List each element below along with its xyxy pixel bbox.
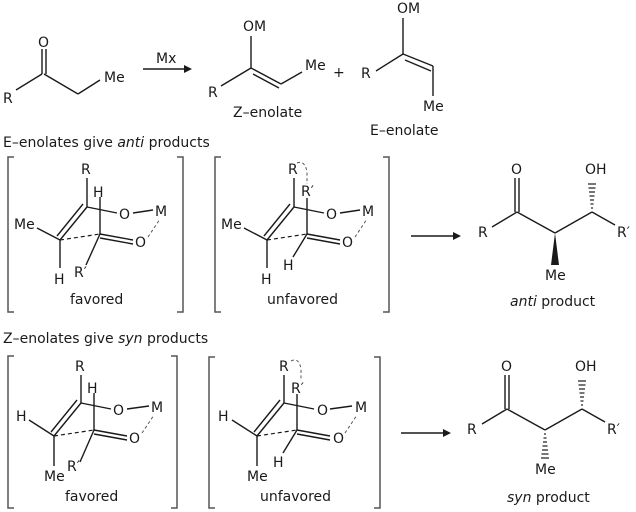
ts-e-favored: R H O M Me O R′ H favored: [7, 156, 184, 313]
steric-clash-dash: [290, 359, 302, 381]
product-o-label: O: [501, 359, 512, 375]
stereo-wedge-bold: [551, 233, 559, 265]
ketone-me-label: Me: [104, 70, 125, 86]
product-oh-label: OH: [575, 359, 597, 375]
e-enolate-om-label: OM: [397, 1, 420, 17]
e-enolate-structure: OM R Me E–enolate: [361, 1, 444, 139]
stereo-wedge-hashed-oh: [578, 380, 586, 406]
reaction-arrow-mx: Mx: [143, 51, 192, 73]
arrowhead-icon: [443, 429, 451, 437]
atom-m: M: [355, 400, 367, 416]
stereo-wedge-hashed: [588, 183, 596, 209]
ketone-o-label: O: [38, 35, 49, 51]
atom-r: R: [279, 359, 289, 375]
product-o-label: O: [511, 162, 522, 178]
atom-me: Me: [44, 469, 65, 485]
arrow-to-anti-product: [411, 232, 461, 240]
atom-r: R: [81, 162, 91, 178]
ts-z-favored: R H O M H O R′ Me favored: [7, 355, 178, 509]
product-r-prime-label: R′: [607, 422, 620, 438]
atom-r: R: [288, 162, 298, 178]
syn-product-caption: syn product: [507, 490, 590, 506]
reagent-label: Mx: [156, 51, 176, 67]
ketone-r-label: R: [3, 91, 13, 107]
bracket-right: [374, 356, 381, 509]
ts-caption-unfavored: unfavored: [267, 292, 338, 308]
ts-caption-favored: favored: [70, 292, 123, 308]
stereo-wedge-hashed-me: [541, 433, 549, 459]
syn-product-structure: O OH R R′ Me syn product: [467, 359, 620, 506]
atom-h-left: H: [218, 409, 229, 425]
arrowhead-icon: [184, 65, 192, 73]
arrowhead-icon: [453, 232, 461, 240]
ts-e-unfavored: R R′ O M Me O H H unfavored: [214, 156, 390, 313]
steric-clash-dash: [296, 161, 308, 184]
bracket-left: [214, 156, 221, 313]
ts-caption-favored: favored: [65, 489, 118, 505]
atom-o2: O: [342, 235, 353, 251]
atom-h-mid: H: [273, 455, 284, 471]
arrow-to-syn-product: [401, 429, 451, 437]
section-heading-syn: Z–enolates give syn products: [3, 331, 208, 347]
atom-m: M: [155, 204, 167, 220]
atom-h-left: H: [16, 409, 27, 425]
product-r-label: R: [467, 422, 477, 438]
bracket-left: [208, 356, 215, 509]
z-enolate-caption: Z–enolate: [233, 105, 302, 121]
z-enolate-me-label: Me: [305, 58, 326, 74]
product-oh-label: OH: [585, 162, 607, 178]
z-enolate-om-label: OM: [243, 19, 266, 35]
atom-r-prime: R′: [301, 184, 314, 200]
product-me-label: Me: [545, 268, 566, 284]
bracket-left: [7, 355, 14, 509]
atom-o1: O: [317, 403, 328, 419]
product-r-label: R: [478, 225, 488, 241]
bracket-left: [7, 156, 14, 313]
atom-m: M: [362, 204, 374, 220]
atom-r-prime: R′: [74, 265, 87, 281]
e-enolate-me-label: Me: [423, 99, 444, 115]
bracket-right: [177, 156, 184, 313]
atom-o1: O: [326, 207, 337, 223]
atom-o2: O: [135, 235, 146, 251]
atom-r: R: [75, 359, 85, 375]
atom-me: Me: [247, 469, 268, 485]
atom-me: Me: [221, 217, 242, 233]
atom-r-prime: R′: [67, 459, 80, 475]
e-enolate-r-label: R: [361, 66, 371, 82]
atom-me: Me: [14, 217, 35, 233]
ts-caption-unfavored: unfavored: [260, 489, 331, 505]
atom-o1: O: [113, 403, 124, 419]
bracket-right: [383, 156, 390, 313]
z-enolate-structure: OM R Me Z–enolate: [208, 19, 326, 121]
plus-sign: +: [333, 65, 345, 81]
ts-z-unfavored: R R′ O M H O H Me unfavored: [208, 356, 381, 509]
atom-r-prime: R′: [291, 381, 304, 397]
atom-h-bottom: H: [54, 272, 65, 288]
z-enolate-r-label: R: [208, 85, 218, 101]
section-heading-anti: E–enolates give anti products: [3, 135, 210, 151]
product-me-label: Me: [535, 462, 556, 478]
atom-o2: O: [129, 431, 140, 447]
anti-product-caption: anti product: [510, 294, 596, 310]
bracket-right: [171, 355, 178, 509]
anti-product-structure: O OH R R′ Me anti product: [478, 162, 630, 310]
atom-h-bottom: H: [261, 272, 272, 288]
ketone-structure: R O Me: [3, 35, 125, 107]
atom-m: M: [151, 400, 163, 416]
e-enolate-caption: E–enolate: [370, 123, 438, 139]
product-r-prime-label: R′: [617, 225, 630, 241]
atom-o1: O: [119, 207, 130, 223]
atom-h-top: H: [87, 381, 98, 397]
atom-h-top: H: [93, 185, 104, 201]
atom-o2: O: [333, 431, 344, 447]
atom-h-mid: H: [283, 258, 294, 274]
